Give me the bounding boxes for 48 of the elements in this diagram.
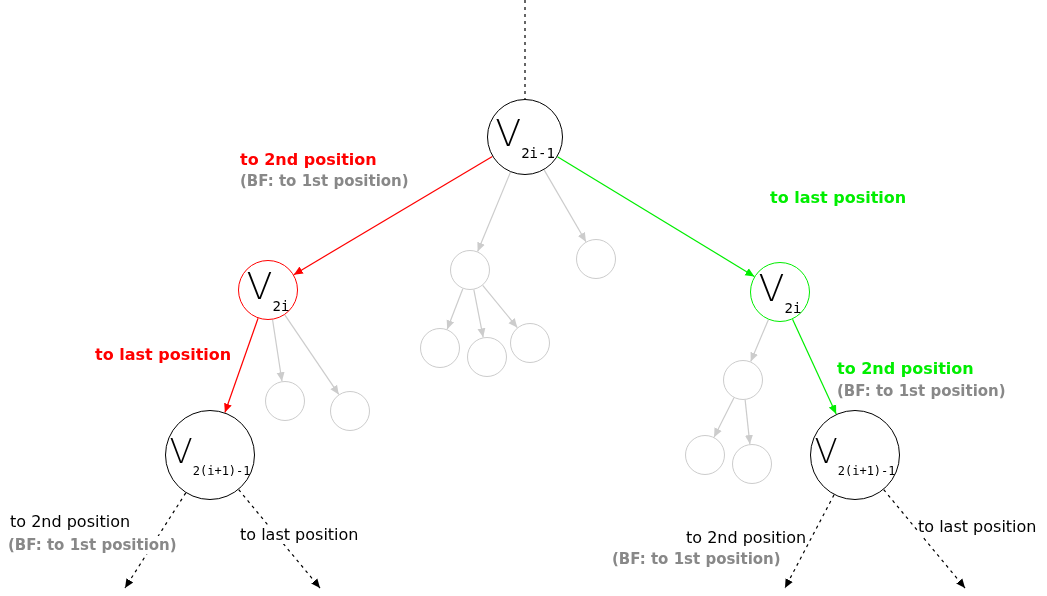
node-label: V$_{2(i+1)-1}$ xyxy=(814,433,896,477)
arrow xyxy=(477,171,512,253)
arrow xyxy=(744,399,753,445)
arrow xyxy=(224,317,259,414)
empty-node xyxy=(732,444,772,484)
note-text: (BF: to 1st position) xyxy=(837,382,1006,400)
empty-node xyxy=(265,381,305,421)
arrow xyxy=(883,489,966,589)
arrow xyxy=(238,489,321,589)
arrow xyxy=(713,397,735,438)
empty-node xyxy=(685,435,725,475)
arrow xyxy=(473,289,486,338)
arrow xyxy=(124,492,187,589)
arrow xyxy=(271,319,285,382)
empty-node xyxy=(420,328,460,368)
edge-label: to last position xyxy=(240,525,359,545)
empty-node xyxy=(576,239,616,279)
edge-label: to 2nd position xyxy=(10,512,131,532)
note-text: (BF: to 1st position) xyxy=(8,536,177,554)
arrow xyxy=(543,169,587,243)
node-label: V$_{2i-1}$ xyxy=(495,114,555,160)
tree-node xyxy=(487,99,563,175)
tree-node xyxy=(238,260,298,320)
arrow xyxy=(284,314,340,396)
arrow xyxy=(293,155,493,276)
arrow xyxy=(556,156,755,278)
node-label: V$_{2(i+1)-1}$ xyxy=(169,433,251,477)
empty-node xyxy=(467,337,507,377)
node-label: V$_{2i}$ xyxy=(758,269,802,315)
tree-node xyxy=(750,262,810,322)
edge-label: to last position xyxy=(770,188,907,208)
arrow xyxy=(482,284,518,329)
node-label: V$_{2i}$ xyxy=(246,267,290,313)
arrow xyxy=(791,318,837,415)
empty-node xyxy=(450,250,490,290)
note-text: (BF: to 1st position) xyxy=(240,172,409,190)
note-text: (BF: to 1st position) xyxy=(612,550,781,568)
edge-label: to last position xyxy=(918,517,1037,537)
empty-node xyxy=(723,360,763,400)
edge-label: to 2nd position xyxy=(837,359,974,379)
edge-label: to 2nd position xyxy=(686,528,807,548)
arrow xyxy=(784,494,835,589)
arrow xyxy=(446,288,464,330)
empty-node xyxy=(510,323,550,363)
arrow xyxy=(750,319,769,363)
empty-node xyxy=(330,391,370,431)
edge-label: to last position xyxy=(95,345,232,365)
edge-label: to 2nd position xyxy=(240,150,377,170)
